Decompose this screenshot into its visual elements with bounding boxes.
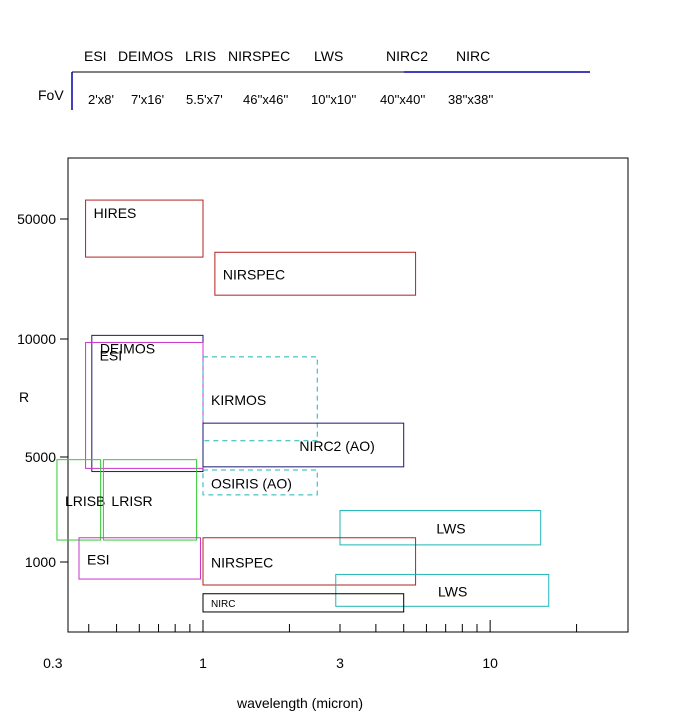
region: OSIRIS (AO) [202,469,318,496]
instrument-fov: 7'x16' [131,92,164,107]
instrument-name: ESI [84,48,107,64]
instrument-fovs: 2'x8' 7'x16' 5.5'x7' 46''x46'' 10''x10'' 40''… [88,92,493,107]
x-tick-label: 10 [482,655,498,671]
instrument-fov: 40''x40'' [380,92,425,107]
instrument-fov: 2'x8' [88,92,114,107]
instrument-name: NIRC2 [386,48,428,64]
x-tick-label: 0.3 [43,655,63,671]
instrument-fov: 46''x46'' [243,92,288,107]
region-label: LRISB [65,493,105,509]
y-tick-label: 10000 [17,331,56,347]
region: HIRES [85,199,204,258]
region-box [214,251,417,296]
fov-header: FoV ESI DEIMOS LRIS NIRSPEC LWS NIRC2 NIRC 2'x… [38,48,590,110]
region-box [78,537,201,580]
region-label: NIRSPEC [211,554,273,570]
instrument-fov: 5.5'x7' [186,92,223,107]
y-tick-label: 1000 [25,554,56,570]
region-label: KIRMOS [211,392,266,408]
x-axis-label: wavelength (micron) [236,695,363,711]
instrument-fov: 10''x10'' [311,92,356,107]
region-box [102,459,198,541]
region-box [335,573,550,607]
region-box [202,537,417,586]
region-label: ESI [100,347,123,363]
instrument-name: NIRSPEC [228,48,290,64]
y-tick-label: 5000 [25,449,56,465]
region: LWS [339,510,542,546]
region-label: ESI [87,551,110,567]
plot-frame [67,157,629,633]
region-label: HIRES [94,205,137,221]
instrument-name: LRIS [185,48,216,64]
region-label: LWS [436,521,465,537]
y-axis-label: R [19,389,29,405]
region-box [202,469,318,496]
y-tick-label: 50000 [17,211,56,227]
region: NIRSPEC [202,537,417,586]
region: ESI [85,341,204,469]
region: ESI [78,537,201,580]
region-label: NIRSPEC [223,267,285,283]
region: NIRC [202,593,405,613]
region-label: OSIRIS (AO) [211,475,292,491]
region-label: NIRC2 (AO) [299,438,374,454]
instrument-fov: 38''x38'' [448,92,493,107]
region-box [202,356,318,442]
region-box [85,341,204,469]
region: LWS [335,573,550,607]
region-box [202,593,405,613]
instrument-name: LWS [314,48,343,64]
region-label: NIRC [211,599,235,610]
region: LRISR [102,459,198,541]
region-box [339,510,542,546]
fov-label: FoV [38,87,64,103]
region: NIRSPEC [214,251,417,296]
instrument-name: NIRC [456,48,490,64]
region-label: LWS [438,583,467,599]
x-tick-label: 3 [336,655,344,671]
x-tick-label: 1 [199,655,207,671]
instrument-names: ESI DEIMOS LRIS NIRSPEC LWS NIRC2 NIRC [84,48,490,64]
region-label: DEIMOS [100,340,155,356]
x-axis-ticks: 0.3 1 3 10 [43,620,578,671]
region-box [85,199,204,258]
region: NIRC2 (AO) [202,422,405,468]
region-box [202,422,405,468]
region: KIRMOS [202,356,318,442]
region-label: LRISR [111,493,152,509]
y-axis-ticks: 50000 10000 5000 1000 [17,211,68,570]
instrument-name: DEIMOS [118,48,173,64]
